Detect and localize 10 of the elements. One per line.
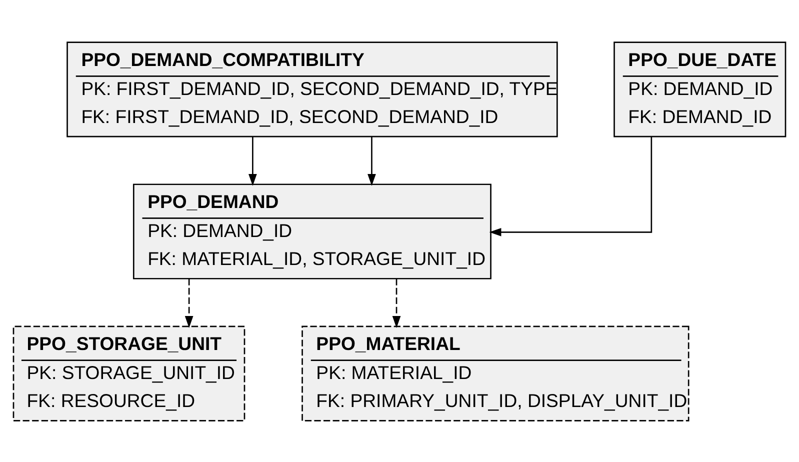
arrow (184, 278, 194, 328)
arrow (392, 278, 401, 328)
node-box: PPO_DUE_DATE PK: DEMAND_ID FK: DEMAND_ID (614, 41, 786, 137)
node-box: PPO_DEMAND_COMPATIBILITY PK: FIRST_DEMAND_ID, SECOND_DEMAND_ID, TYPE FK: FIRST_DEMAND_ID, SECOND_DEMAND_ID (66, 41, 558, 137)
arrow (489, 136, 652, 236)
arrow (248, 136, 257, 186)
node-box: PPO_DEMAND PK: DEMAND_ID FK: MATERIAL_ID, STORAGE_UNIT_ID (132, 183, 492, 279)
node-box: PPO_STORAGE_UNIT PK: STORAGE_UNIT_ID FK: RESOURCE_ID (12, 325, 246, 421)
node-box: PPO_MATERIAL PK: MATERIAL_ID FK: PRIMARY_UNIT_ID, DISPLAY_UNIT_ID (302, 325, 690, 421)
arrow (368, 136, 376, 186)
